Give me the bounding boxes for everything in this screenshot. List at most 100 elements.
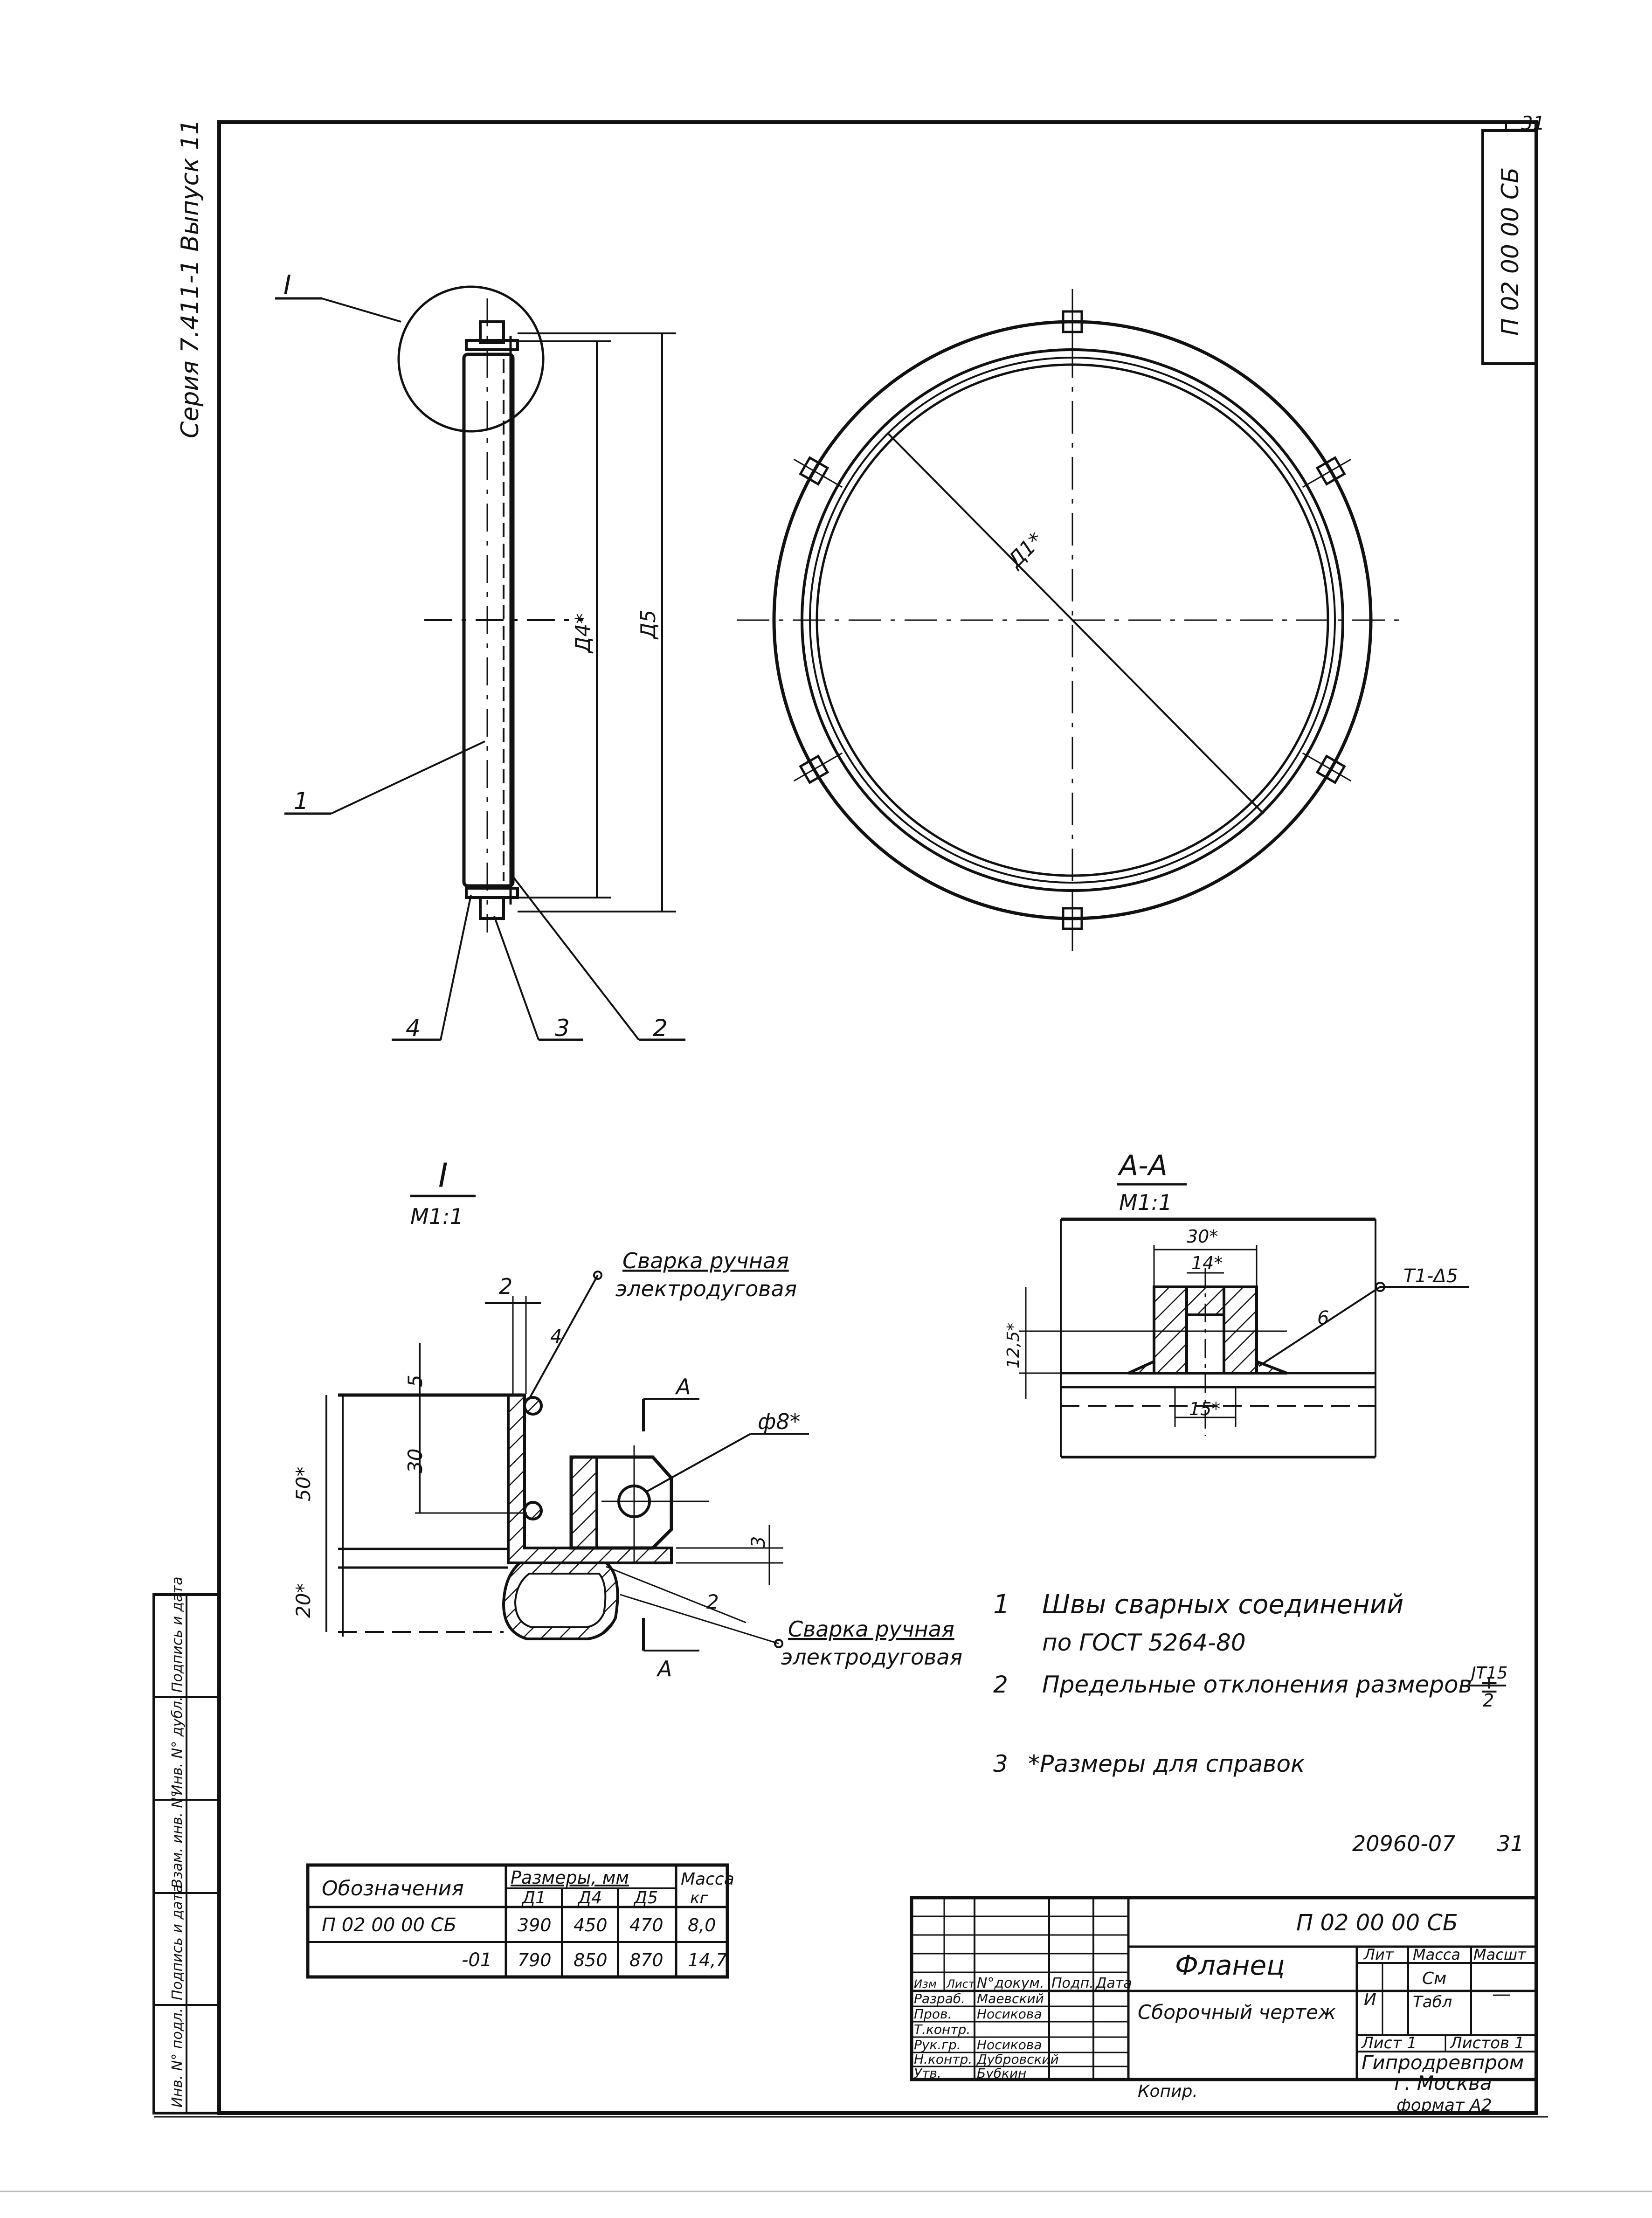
- title-block: П 02 00 00 СБ Фланец Сборочный чертеж Из…: [910, 1896, 1538, 2115]
- section-title: А-А: [1117, 1149, 1168, 1182]
- tb-code: П 02 00 00 СБ: [1296, 1910, 1458, 1936]
- section-view: А-А М1:1 30* 14* 15*: [1004, 1149, 1469, 1458]
- tb-role: Пров.: [914, 2006, 952, 2022]
- tb-col-date: Дата: [1095, 1975, 1132, 1991]
- cell-designation: П 02 00 00 СБ: [322, 1914, 456, 1936]
- dim-5: 5: [404, 1375, 427, 1387]
- tb-col-doc: N°докум.: [977, 1975, 1044, 1991]
- drawing-number: 20960-07: [1352, 1831, 1455, 1856]
- dim-d1: Д1*: [1002, 528, 1048, 573]
- weld-note-top-1: Сварка ручная: [622, 1248, 789, 1273]
- dim-d4: Д4*: [571, 614, 595, 654]
- tb-col-izm: Изм: [914, 1977, 937, 1990]
- dim-6: 6: [1317, 1307, 1329, 1329]
- note-3-num: 3: [993, 1750, 1008, 1777]
- tb-name: Дубровский: [976, 2052, 1059, 2067]
- stamp-cell-5: Подпись и дата: [169, 1577, 186, 1693]
- tb-role: Разраб.: [914, 1991, 965, 2006]
- tb-mass-value-1: См: [1422, 1969, 1446, 1988]
- side-stamp: Инв. N° подл. Подпись и дата Взам. инв. …: [152, 1577, 221, 2114]
- tb-title: Фланец: [1175, 1949, 1285, 1981]
- side-view: Д4* Д5 I 1 4 3 2: [275, 270, 685, 1042]
- cell-designation: -01: [462, 1949, 492, 1971]
- cell-d4: 850: [574, 1950, 608, 1970]
- th-mass-2: кг: [690, 1889, 709, 1907]
- drawing-sheet-number: 31: [1497, 1831, 1524, 1856]
- frame: [0, 120, 1652, 2192]
- cell-d1: 390: [518, 1915, 552, 1935]
- table-row: -01 790 850 870 14,7: [462, 1949, 727, 1971]
- tb-role: Н.контр.: [914, 2052, 972, 2067]
- front-view: Д1*: [737, 289, 1408, 951]
- tb-subtitle: Сборочный чертеж: [1138, 2001, 1336, 2024]
- note-2-line1: Предельные отклонения размеров ±: [1042, 1671, 1499, 1698]
- dim-12-5: 12,5*: [1004, 1323, 1023, 1368]
- callout-4: 4: [406, 1015, 421, 1042]
- dim-d5: Д5: [636, 610, 660, 640]
- th-d5: Д5: [633, 1888, 658, 1907]
- tb-mass-value-2: Табл: [1413, 1993, 1452, 2011]
- tb-role: Утв.: [914, 2066, 941, 2081]
- dim-20: 20*: [292, 1583, 315, 1618]
- dim-15-star: 15*: [1189, 1399, 1220, 1419]
- stamp-cell-2: Подпись и дата: [169, 1885, 186, 2001]
- dim-14-star: 14*: [1191, 1253, 1223, 1273]
- dim-2-bottom: 2: [706, 1590, 719, 1613]
- detail-view: I М1:1 Сварка ручная электродуговая 2 4: [292, 1156, 962, 1681]
- stamp-cell-4: Инв. N° дубл.: [169, 1697, 186, 1796]
- tb-name: Носикова: [977, 2037, 1042, 2052]
- stamp-cell-1: Инв. N° подл.: [169, 2008, 186, 2107]
- tb-col-sign: Подп.: [1051, 1975, 1094, 1991]
- ring-lug: [1302, 456, 1352, 488]
- tb-sheet: Лист 1: [1361, 2034, 1417, 2052]
- tb-name: Маевский: [977, 1991, 1044, 2006]
- weld-note-bottom-1: Сварка ручная: [788, 1617, 954, 1642]
- table-row: П 02 00 00 СБ 390 450 470 8,0: [322, 1914, 716, 1936]
- dim-30-star: 30*: [1187, 1226, 1218, 1247]
- tb-org-2: г. Москва: [1394, 2072, 1492, 2094]
- detail-title: I: [438, 1156, 448, 1195]
- note-3-line1: *Размеры для справок: [1028, 1750, 1305, 1777]
- weld-symbol: Т1-Δ5: [1403, 1265, 1458, 1287]
- top-right-code-box: П 02 00 00 СБ: [1481, 129, 1538, 365]
- size-table: Обозначения Размеры, мм Д1 Д4 Д5 Масса к…: [306, 1863, 734, 1979]
- detail-mark: I: [283, 270, 291, 300]
- dim-2-top: 2: [499, 1274, 512, 1299]
- tb-org-1: Гипродревпром: [1362, 2051, 1524, 2074]
- tb-col-list: Лист: [946, 1977, 975, 1990]
- note-1-num: 1: [993, 1589, 1010, 1620]
- callout-2: 2: [653, 1015, 668, 1042]
- tb-name: Бубкин: [977, 2066, 1026, 2081]
- tb-copy: Копир.: [1138, 2082, 1198, 2101]
- note-1-line2: по ГОСТ 5264-80: [1042, 1629, 1246, 1656]
- section-scale: М1:1: [1119, 1190, 1172, 1215]
- cell-mass: 8,0: [688, 1915, 716, 1935]
- top-right-code: П 02 00 00 СБ: [1497, 167, 1524, 336]
- callout-1: 1: [294, 788, 309, 815]
- stamp-cell-3: Взам. инв. N°: [169, 1790, 186, 1888]
- dim-50: 50*: [292, 1467, 315, 1501]
- tb-scale-value: —: [1492, 1983, 1511, 2005]
- ring-lug: [793, 456, 843, 488]
- tb-role: Рук.гр.: [914, 2037, 961, 2052]
- ring-lug: [1062, 895, 1083, 947]
- th-mass-1: Масса: [681, 1870, 734, 1889]
- callout-3: 3: [555, 1015, 570, 1042]
- note-2-frac-bottom: 2: [1483, 1690, 1494, 1711]
- note-2-num: 2: [993, 1671, 1008, 1698]
- cell-d5: 870: [629, 1950, 664, 1970]
- tb-role: Т.контр.: [914, 2022, 970, 2037]
- th-designation: Обозначения: [322, 1877, 464, 1900]
- weld-note-top-2: электродуговая: [615, 1276, 797, 1301]
- cell-d1: 790: [518, 1950, 552, 1970]
- cell-d5: 470: [629, 1915, 664, 1935]
- th-d1: Д1: [521, 1888, 546, 1907]
- th-group: Размеры, мм: [511, 1867, 629, 1888]
- series-text: Серия 7.411-1 Выпуск 11: [176, 119, 204, 438]
- ring-lug: [1062, 298, 1083, 345]
- tb-scale-label: Масшт: [1473, 1946, 1527, 1963]
- dim-3: 3: [748, 1536, 769, 1548]
- th-d4: Д4: [577, 1888, 602, 1907]
- tb-lit-label: Лит: [1363, 1946, 1394, 1963]
- section-cut-top: А: [675, 1374, 691, 1399]
